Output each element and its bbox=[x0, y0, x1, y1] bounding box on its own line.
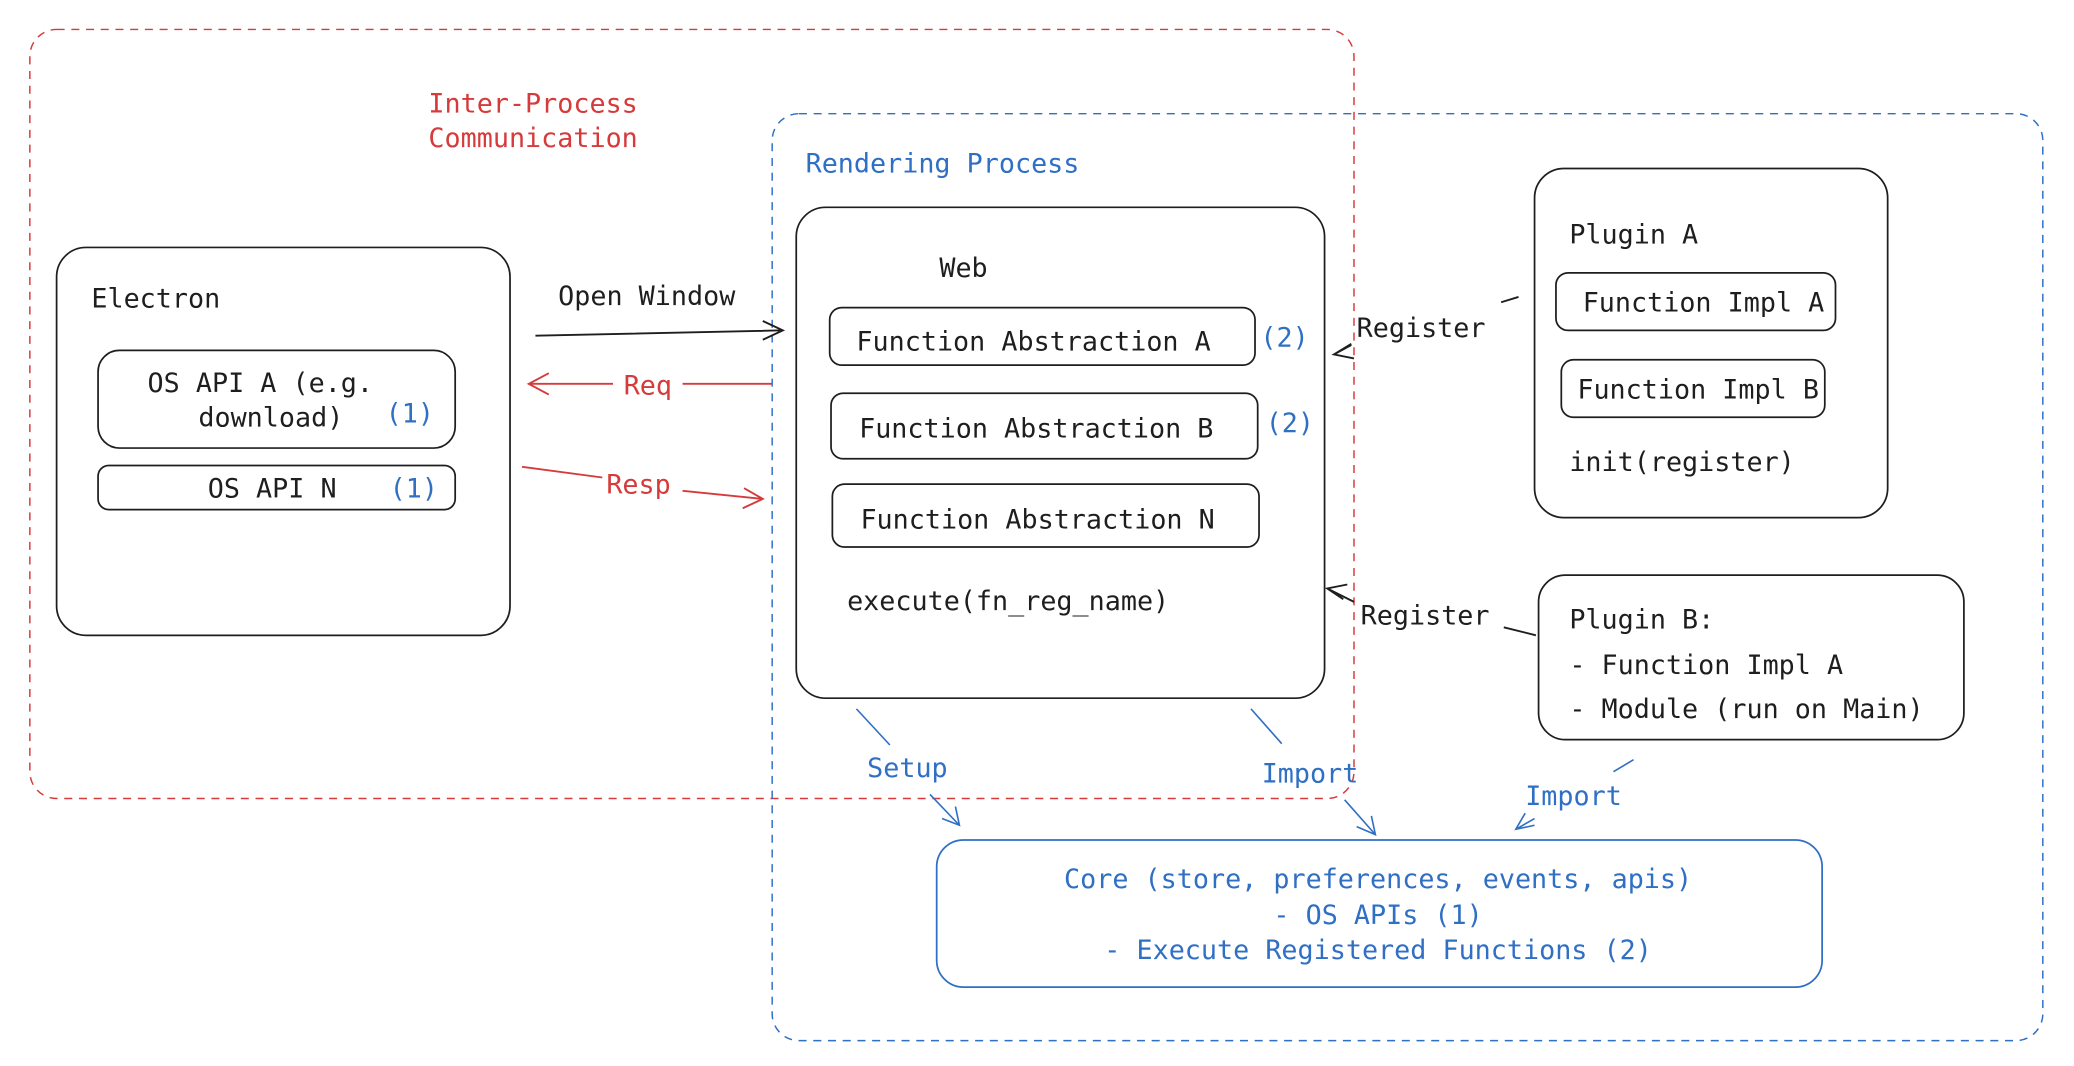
resp-arrow: Resp bbox=[521, 465, 765, 510]
os-api-n-tag: (1) bbox=[390, 474, 438, 505]
rendering-process-title: Rendering Process bbox=[806, 149, 1080, 180]
electron-box: Electron OS API A (e.g. download) (1) OS… bbox=[55, 246, 511, 637]
os-api-n-box bbox=[97, 464, 457, 511]
os-api-a-tag: (1) bbox=[386, 399, 434, 430]
function-impl-b-box bbox=[1560, 358, 1826, 419]
init-register: init(register) bbox=[1569, 447, 1794, 478]
core-line2: - OS APIs (1) bbox=[1273, 900, 1482, 931]
function-abstraction-b-box bbox=[830, 392, 1259, 460]
open-window-arrow: Open Window bbox=[535, 281, 786, 341]
function-impl-a: Function Impl A bbox=[1583, 288, 1825, 319]
os-api-a-box bbox=[97, 349, 457, 449]
core-box: Core (store, preferences, events, apis) … bbox=[935, 839, 1823, 988]
execute-label: execute(fn_reg_name) bbox=[847, 586, 1169, 617]
plugin-b-line1: Plugin B: bbox=[1569, 605, 1714, 636]
core-line3: - Execute Registered Functions (2) bbox=[1104, 935, 1652, 966]
electron-title: Electron bbox=[91, 284, 220, 315]
os-api-a-line1: OS API A (e.g. bbox=[148, 368, 373, 399]
register-a-label: Register bbox=[1357, 313, 1486, 344]
register-b-arrow: Register bbox=[1324, 583, 1537, 637]
os-api-n-label: OS API N bbox=[208, 474, 337, 505]
function-impl-b: Function Impl B bbox=[1577, 375, 1819, 406]
web-box: Web Function Abstraction A (2) Function … bbox=[795, 206, 1326, 700]
setup-arrow: Setup bbox=[855, 708, 961, 827]
open-window-label: Open Window bbox=[558, 281, 736, 312]
import-plugin-label: Import bbox=[1525, 781, 1622, 812]
plugin-b-line3: - Module (run on Main) bbox=[1569, 694, 1923, 725]
plugin-a-title: Plugin A bbox=[1569, 219, 1698, 250]
import-web-arrow: Import bbox=[1250, 708, 1377, 836]
resp-label: Resp bbox=[606, 470, 670, 501]
function-abstraction-a-tag: (2) bbox=[1260, 322, 1308, 353]
function-abstraction-a: Function Abstraction A bbox=[856, 326, 1210, 357]
setup-label: Setup bbox=[867, 753, 948, 784]
function-abstraction-a-box bbox=[828, 306, 1256, 367]
function-abstraction-b-tag: (2) bbox=[1266, 408, 1314, 439]
function-abstraction-n-box bbox=[831, 483, 1260, 548]
plugin-a-box: Plugin A Function Impl A Function Impl B… bbox=[1533, 167, 1889, 519]
import-web-label: Import bbox=[1262, 758, 1359, 789]
register-a-arrow: Register bbox=[1331, 296, 1519, 360]
ipc-title-line2: Communication bbox=[428, 123, 637, 154]
os-api-a-line2: download) bbox=[198, 403, 343, 434]
function-abstraction-b: Function Abstraction B bbox=[859, 413, 1213, 444]
web-title: Web bbox=[939, 253, 987, 284]
function-abstraction-n: Function Abstraction N bbox=[860, 504, 1214, 535]
req-label: Req bbox=[624, 371, 672, 402]
rendering-process-region bbox=[771, 112, 2044, 1042]
import-plugin-arrow: Import bbox=[1514, 759, 1634, 831]
ipc-region bbox=[29, 28, 1355, 800]
req-arrow: Req bbox=[526, 371, 773, 402]
function-impl-a-box bbox=[1555, 271, 1837, 332]
plugin-b-line2: - Function Impl A bbox=[1569, 650, 1843, 681]
ipc-title-line1: Inter-Process bbox=[428, 88, 637, 119]
register-b-label: Register bbox=[1361, 601, 1490, 632]
core-line1: Core (store, preferences, events, apis) bbox=[1064, 864, 1692, 895]
plugin-b-box: Plugin B: - Function Impl A - Module (ru… bbox=[1537, 574, 1965, 741]
